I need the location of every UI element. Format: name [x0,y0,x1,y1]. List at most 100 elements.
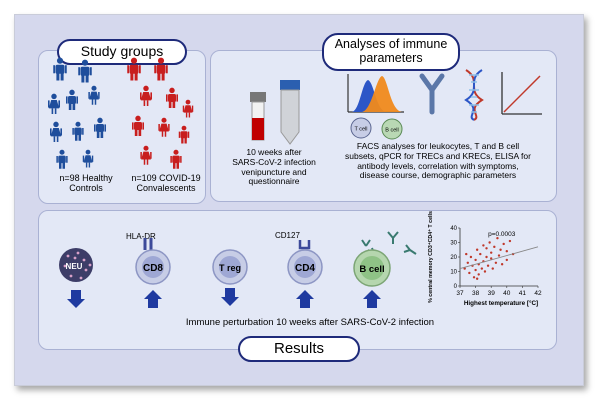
chart-ytick-label-30: 30 [450,241,457,247]
healthy-person-icon-5 [50,121,62,142]
chart-point-19 [488,241,491,244]
chart-point-32 [508,239,512,243]
facs-analyses-text: FACS analyses for leukocytes, T and B ce… [345,141,531,181]
chart-point-0 [463,267,466,270]
cd127-label: CD127 [275,231,300,240]
study-groups-panel [38,50,206,204]
chart-point-15 [483,270,487,273]
cd4-label: CD4 [295,263,315,274]
treg-label: T reg [219,263,241,273]
chart-annotation: p=0.0003 [488,231,516,238]
covid-person-icon-9 [170,149,182,169]
chart-point-31 [505,258,508,262]
healthy-person-icon-6 [72,121,84,141]
chart-point-3 [469,255,473,259]
chart-point-5 [472,276,476,279]
sampling-text: 10 weeks after SARS-CoV-2 infection veni… [232,147,316,187]
chart-point-20 [490,257,493,260]
healthy-person-icon-8 [56,149,68,169]
chart-point-27 [499,248,502,251]
chart-ytick-label-10: 10 [450,270,457,276]
chart-point-12 [480,267,484,270]
chart-point-11 [479,252,482,256]
hla-dr-receptor [143,238,153,250]
covid-convalescents-label: n=109 COVID-19 Convalescents [131,173,201,194]
cd4-nucleus [294,256,316,278]
serum-tube-cap [280,80,300,90]
covid-person-icon-4 [182,99,194,118]
results-caption: Immune perturbation 10 weeks after SARS-… [185,317,435,328]
dna-icon [464,69,484,121]
chart-point-23 [493,245,496,249]
dna-rungs [469,74,479,113]
people-icons [48,57,194,169]
chart-point-18 [486,264,490,267]
healthy-person-icon-3 [66,89,78,110]
chart-xtick-label-39: 39 [488,290,496,297]
healthy-person-icon-9 [82,149,94,168]
chart-point-13 [482,244,485,247]
study-groups-title: Study groups [57,39,187,65]
treg-nucleus [219,256,241,278]
facs-histogram-icon [347,74,404,113]
covid-person-icon-0 [127,57,141,81]
chart-point-26 [497,254,501,257]
cd8-up-arrow [144,290,162,308]
chart-point-8 [475,248,479,251]
chart-point-22 [491,267,494,270]
temperature-scatter-chart: % central memory CD3⁺CD4⁺ T cells 0 10 20 30… [428,211,542,307]
healthy-person-icon-7 [94,117,106,138]
chart-point-10 [477,273,480,276]
healthy-person-icon-1 [78,59,92,83]
chart-point-25 [496,236,499,240]
bcell-label: B cell [359,264,384,275]
small-t-cell-icon [350,117,372,139]
treg-down-arrow [221,288,239,306]
chart-xtick-label-40: 40 [503,290,511,297]
chart-point-2 [468,271,471,275]
correlation-icon [501,72,542,115]
cd4-up-arrow [296,290,314,308]
chart-ytick-label-20: 20 [450,255,457,261]
small-cells: T cell B cell [350,117,403,140]
results-title: Results [238,336,360,362]
chart-point-17 [485,247,488,250]
covid-person-icon-8 [140,145,152,165]
antibody-icon [419,73,445,115]
chart-point-29 [502,242,505,246]
chart-point-28 [500,263,504,266]
hist-orange-peak [362,76,402,112]
serum-tube-body [280,89,300,145]
chart-point-16 [485,255,488,259]
cd8-nucleus [142,256,164,278]
healthy-person-icon-2 [48,93,60,114]
small-b-cell-icon [381,118,403,140]
dna-strand-2 [464,69,483,121]
chart-point-35 [465,252,468,256]
chart-xtick-label-37: 37 [456,290,464,297]
tube-blood [252,118,264,140]
covid-person-icon-5 [132,115,144,136]
tube-cap [250,92,266,102]
healthy-person-icon-4 [88,85,100,105]
cd127-receptor [298,240,311,250]
covid-person-icon-7 [178,125,190,144]
bcell-up-arrow [363,290,381,308]
covid-person-icon-1 [154,57,168,81]
covid-person-icon-2 [140,85,152,106]
small-b-cell-label: B cell [385,128,398,134]
chart-point-34 [475,277,479,280]
chart-ylabel: % central memory CD3⁺CD4⁺ T cells [428,211,434,303]
chart-point-1 [466,261,469,264]
chart-ytick-label-0: 0 [454,284,458,290]
covid-person-icon-3 [166,87,178,108]
neutrophil-cell: NEU [59,248,93,282]
dna-strand-1 [465,69,484,121]
neu-down-arrow [67,290,85,308]
neu-label: NEU [66,262,83,271]
cd8-label: CD8 [143,263,163,274]
blood-tubes [250,80,300,145]
chart-xtick-label-42: 42 [534,290,542,297]
chart-trend-line [459,246,539,270]
chart-xtick-label-38: 38 [472,290,480,297]
